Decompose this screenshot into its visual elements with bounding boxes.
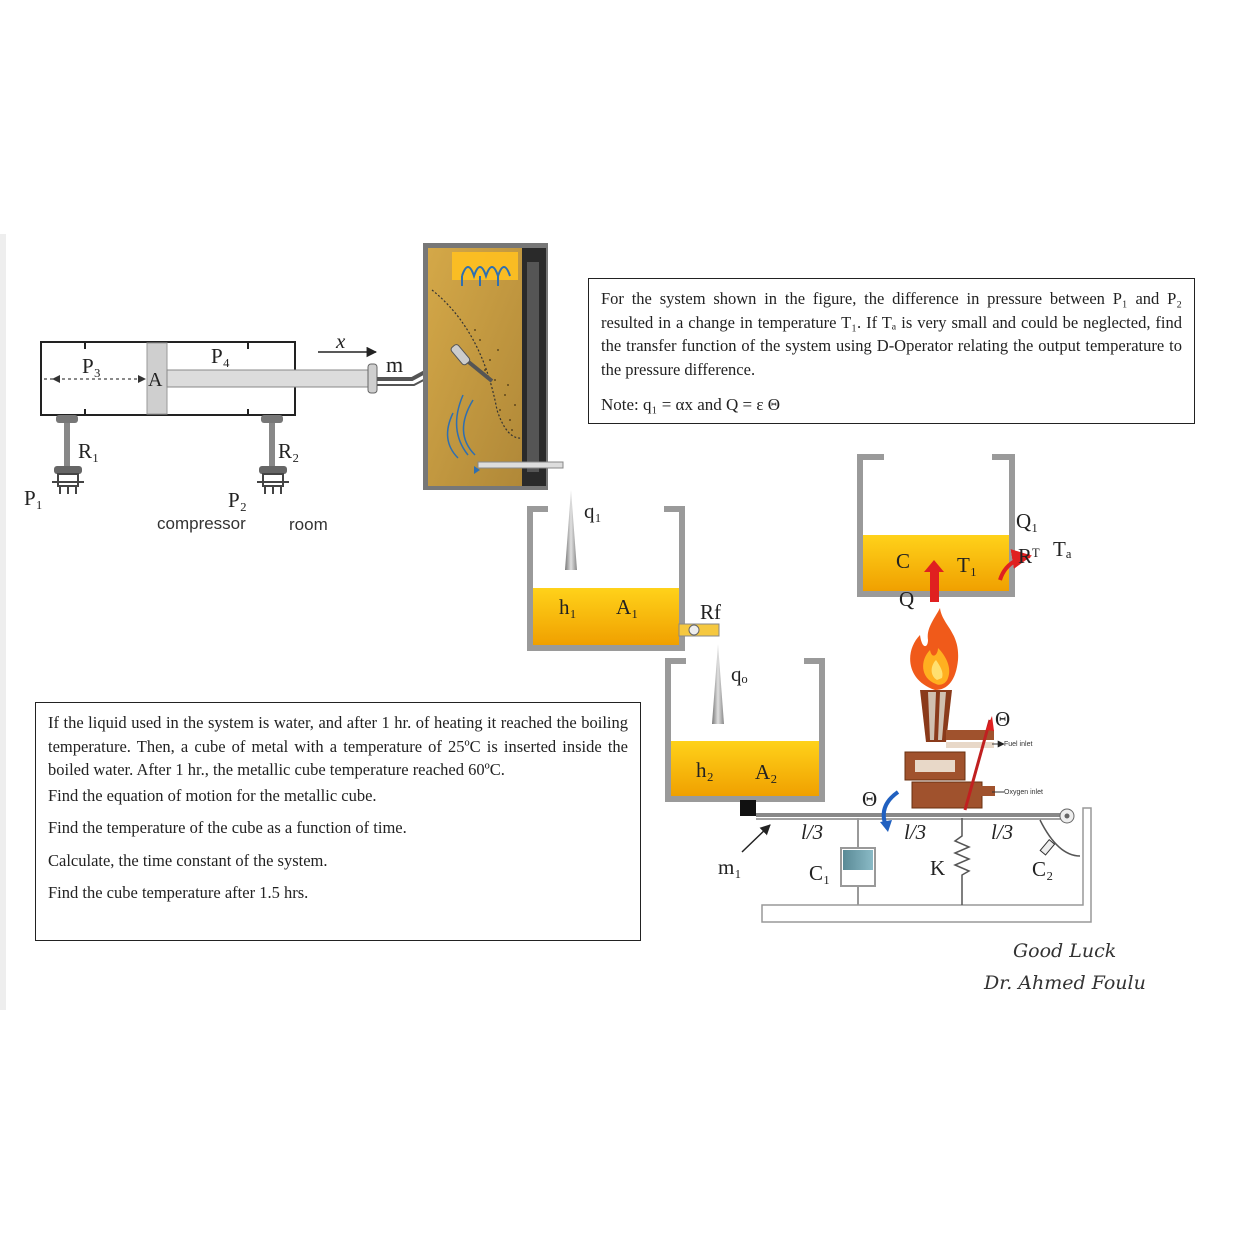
label-c2: C₂ <box>1032 857 1053 881</box>
label-q1-heat: Q₁ <box>1016 509 1039 533</box>
label-l3-1: l/3 <box>801 820 823 844</box>
problem-statement-2: If the liquid used in the system is wate… <box>35 702 641 941</box>
problem-1-text: For the system shown in the figure, the … <box>601 289 1182 379</box>
cylinder <box>40 341 467 416</box>
furnace <box>423 243 564 490</box>
label-t1: T₁ <box>957 553 977 577</box>
signature-author: Dr. Ahmed Foulu <box>984 972 1146 994</box>
problem-1-note: Note: q₁ = αx and Q = ε Θ <box>601 395 781 414</box>
label-a1: A₁ <box>616 595 639 619</box>
label-c1: C₁ <box>809 861 830 885</box>
label-p2: P₂ <box>228 488 247 512</box>
label-a: A <box>148 369 163 391</box>
label-l3-3: l/3 <box>991 820 1013 844</box>
page-edge <box>0 234 6 1010</box>
label-x: x <box>335 329 346 353</box>
label-rf: Rf <box>700 600 721 624</box>
label-fuel-inlet: Fuel inlet <box>1004 741 1032 748</box>
label-theta: Θ <box>995 707 1010 731</box>
heated-tank <box>857 454 1032 602</box>
task-1: Find the equation of motion for the meta… <box>48 785 377 805</box>
label-k: K <box>930 856 945 880</box>
restriction-r2 <box>257 415 289 494</box>
label-p4: P₄ <box>211 344 230 368</box>
label-theta-2: Θ <box>862 787 877 811</box>
task-4: Find the cube temperature after 1.5 hrs. <box>48 883 309 902</box>
label-m: m <box>386 352 403 377</box>
label-p1: P₁ <box>24 486 43 510</box>
task-2: Find the temperature of the cube as a fu… <box>48 818 407 837</box>
problem-statement-1: For the system shown in the figure, the … <box>588 278 1195 424</box>
label-r2: R₂ <box>278 439 299 463</box>
burner <box>904 690 1005 811</box>
label-c: C <box>896 549 910 573</box>
lever-mechanism <box>740 790 1092 923</box>
label-qo: qₒ <box>731 662 748 686</box>
label-r1: R₁ <box>78 439 99 463</box>
label-room: room <box>289 515 328 534</box>
tank-1 <box>527 490 720 651</box>
label-compressor: compressor <box>157 514 246 533</box>
label-q: Q <box>899 587 914 611</box>
restriction-r1 <box>52 415 84 494</box>
label-m1: m₁ <box>718 855 742 879</box>
signature-good-luck: Good Luck <box>1013 940 1117 962</box>
task-3: Calculate, the time constant of the syst… <box>48 850 328 870</box>
label-l3-2: l/3 <box>904 820 926 844</box>
label-a2: A₂ <box>755 760 778 784</box>
problem-2-text: If the liquid used in the system is wate… <box>48 713 628 779</box>
label-ta: Tₐ <box>1053 537 1072 561</box>
label-oxygen-inlet: Oxygen inlet <box>1004 789 1043 796</box>
label-p3: P₃ <box>82 354 101 378</box>
label-q1: q₁ <box>584 499 602 523</box>
tank-2 <box>665 644 825 802</box>
label-rt: Rᵀ <box>1018 544 1040 568</box>
label-h2: h₂ <box>696 758 714 782</box>
flame-icon <box>910 608 959 690</box>
label-h1: h₁ <box>559 595 577 619</box>
